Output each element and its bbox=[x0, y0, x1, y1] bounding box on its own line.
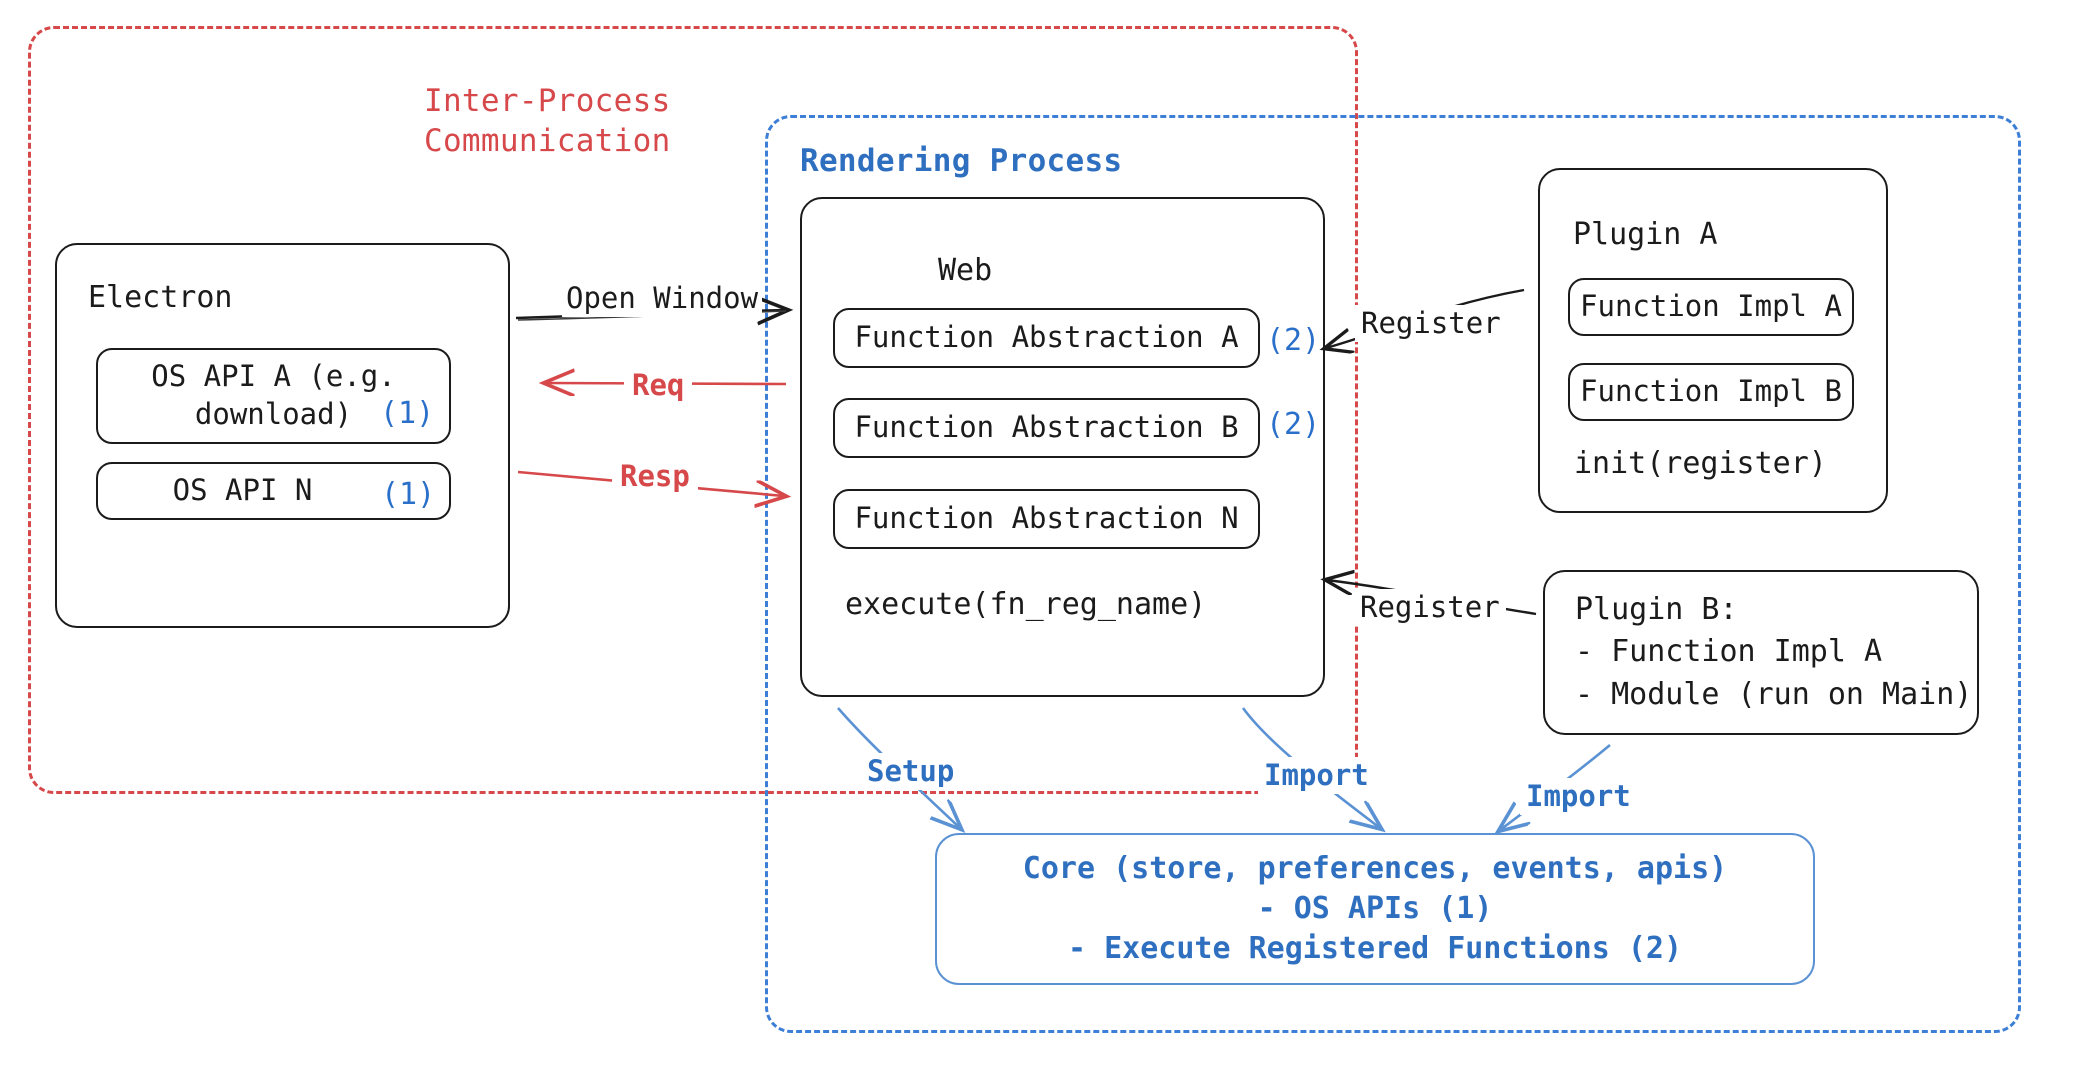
plugin-a-function-impl-a-box[interactable]: Function Impl A bbox=[1568, 278, 1854, 336]
plugin-a-title: Plugin A bbox=[1573, 217, 1718, 252]
os-api-a-label: OS API A (e.g. download) bbox=[151, 359, 396, 431]
function-abstraction-b-box[interactable]: Function Abstraction B bbox=[833, 398, 1260, 458]
plugin-b-title: Plugin B: bbox=[1575, 591, 1738, 627]
web-title: Web bbox=[938, 253, 993, 288]
web-execute-label: execute(fn_reg_name) bbox=[845, 587, 1207, 622]
plugin-a-box bbox=[1538, 168, 1888, 513]
group-label-ipc: Inter-Process Communication bbox=[424, 83, 671, 159]
group-inter-process-communication bbox=[28, 26, 1358, 794]
plugin-a-function-impl-b-box[interactable]: Function Impl B bbox=[1568, 363, 1854, 421]
os-api-a-box[interactable]: OS API A (e.g. download) bbox=[96, 348, 451, 444]
edge-label-resp: Resp bbox=[612, 458, 698, 495]
edge-label-import-plugin-b: Import bbox=[1520, 778, 1637, 815]
edge-label-req: Req bbox=[624, 367, 693, 404]
function-abstraction-a-label: Function Abstraction A bbox=[854, 320, 1239, 355]
edge-label-setup: Setup bbox=[861, 753, 961, 790]
os-api-n-box[interactable]: OS API N bbox=[96, 462, 451, 520]
core-line-1: - OS APIs (1) bbox=[1257, 890, 1493, 926]
os-api-n-label: OS API N bbox=[172, 473, 313, 508]
plugin-a-function-impl-b-label: Function Impl B bbox=[1580, 374, 1842, 409]
edge-label-register-plugin-a: Register bbox=[1355, 305, 1507, 342]
os-api-n-tag: (1) bbox=[381, 477, 436, 512]
function-abstraction-b-tag: (2) bbox=[1266, 407, 1321, 442]
plugin-a-function-impl-a-label: Function Impl A bbox=[1580, 289, 1842, 324]
plugin-b-box: Plugin B: - Function Impl A - Module (ru… bbox=[1543, 570, 1979, 735]
os-api-a-tag: (1) bbox=[380, 396, 435, 431]
group-rendering-process bbox=[765, 115, 2021, 1033]
core-line-0: Core (store, preferences, events, apis) bbox=[1022, 850, 1728, 886]
function-abstraction-a-box[interactable]: Function Abstraction A bbox=[833, 308, 1260, 368]
plugin-b-item-1: - Module (run on Main) bbox=[1575, 676, 1973, 712]
function-abstraction-a-tag: (2) bbox=[1266, 323, 1321, 358]
function-abstraction-n-label: Function Abstraction N bbox=[854, 501, 1239, 536]
edge-label-open-window: Open Window bbox=[562, 280, 763, 317]
function-abstraction-n-box[interactable]: Function Abstraction N bbox=[833, 489, 1260, 549]
core-box: Core (store, preferences, events, apis) … bbox=[935, 833, 1815, 985]
group-label-rendering-process: Rendering Process bbox=[800, 143, 1123, 179]
edge-label-import-web: Import bbox=[1258, 757, 1375, 794]
plugin-a-init-label: init(register) bbox=[1574, 446, 1827, 481]
electron-title: Electron bbox=[88, 280, 233, 315]
function-abstraction-b-label: Function Abstraction B bbox=[854, 410, 1239, 445]
plugin-b-item-0: - Function Impl A bbox=[1575, 634, 1883, 670]
core-line-2: - Execute Registered Functions (2) bbox=[1067, 931, 1683, 967]
edge-label-register-plugin-b: Register bbox=[1354, 589, 1506, 626]
